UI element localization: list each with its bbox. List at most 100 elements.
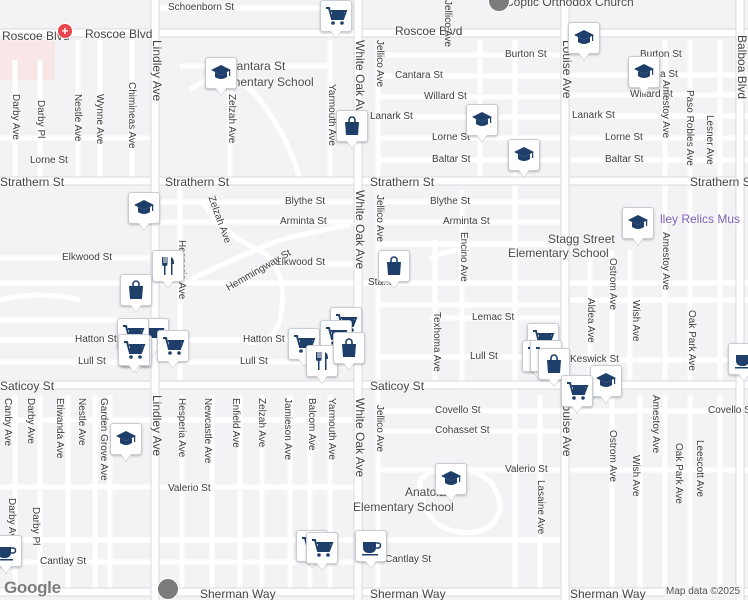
street-label: Arminta St — [443, 216, 490, 227]
bag-icon — [547, 354, 561, 373]
shopping-bag-pin[interactable] — [120, 274, 152, 306]
shopping-bag-pin[interactable] — [333, 332, 365, 364]
shopping-cart-pin[interactable] — [561, 375, 593, 407]
minor-streets-vertical — [12, 40, 723, 590]
street-label: Covello St — [435, 405, 481, 416]
place-label-school[interactable]: Cantara St — [228, 59, 286, 73]
street-label: Cantlay St — [385, 554, 432, 565]
shopping-cart-pin[interactable] — [118, 334, 150, 366]
street-label: Wish Ave — [630, 455, 641, 497]
cafe-pin[interactable] — [0, 535, 22, 567]
graduation-cap-icon — [634, 64, 654, 78]
graduation-cap-icon — [596, 373, 616, 387]
street-label: Burton St — [640, 49, 682, 60]
street-label: Strathern St — [0, 175, 65, 189]
bag-icon — [387, 256, 401, 275]
bag-icon — [345, 116, 359, 135]
street-label: Hatton St — [75, 334, 117, 345]
shopping-cart-pin[interactable] — [157, 330, 189, 362]
street-label: Garden Grove Ave — [98, 398, 109, 481]
place-label-church[interactable]: Coptic Orthodox Church — [505, 0, 634, 9]
street-label: Jellico Ave — [374, 195, 385, 243]
street-label: Zelzah Ave — [226, 94, 237, 144]
street-label: Darby Ave — [10, 94, 21, 140]
graduation-cap-icon — [514, 147, 534, 161]
street-label: Blythe St — [430, 196, 471, 207]
street-label: Arminta St — [280, 216, 327, 227]
shopping-bag-pin[interactable] — [336, 110, 368, 142]
street-label: Roscoe Blvd — [395, 24, 463, 38]
school-marker-icon[interactable] — [157, 578, 179, 600]
shopping-bag-pin[interactable] — [378, 250, 410, 282]
street-label: Darby Pl — [35, 100, 46, 139]
street-label: Baltar St — [432, 154, 471, 165]
street-label: Cantara St — [395, 70, 443, 81]
school-pin[interactable] — [110, 423, 142, 455]
cafe-pin[interactable] — [355, 530, 387, 562]
street-label: Lemac St — [472, 312, 515, 323]
street-label: Lull St — [240, 356, 268, 367]
school-pin[interactable] — [128, 192, 160, 224]
street-label: White Oak Ave — [353, 398, 367, 478]
street-label: White Oak Ave — [353, 40, 367, 120]
street-label: Oak Park Ave — [673, 443, 684, 504]
street-label: Lindley Ave — [150, 395, 164, 457]
street-label: Balcom Ave — [306, 398, 317, 451]
street-label: Enfield Ave — [230, 398, 241, 448]
coffee-cup-icon — [362, 542, 382, 556]
street-label: Lull St — [78, 356, 106, 367]
place-label-school[interactable]: Elementary School — [508, 246, 609, 260]
street-label: Baltar St — [605, 154, 644, 165]
google-logo: Google — [4, 578, 61, 597]
street-label: Roscoe Blvd — [2, 29, 70, 43]
street-label: Jellico Ave — [374, 40, 385, 88]
school-pin[interactable] — [508, 139, 540, 171]
street-label: Willard St — [424, 91, 467, 102]
graduation-cap-icon — [134, 200, 154, 214]
street-label: Cohasset St — [435, 425, 490, 436]
street-label: Zelzah Ave — [256, 398, 267, 448]
cart-icon — [124, 341, 146, 359]
school-pin[interactable] — [568, 22, 600, 54]
school-pin[interactable] — [205, 57, 237, 89]
fork-knife-icon — [316, 352, 328, 370]
street-label: Saticoy St — [0, 379, 55, 393]
shopping-cart-pin[interactable] — [306, 532, 338, 564]
school-pin[interactable] — [622, 207, 654, 239]
street-label: Burton St — [505, 49, 547, 60]
street-label: Darby Pl — [30, 507, 41, 546]
hospital-icon[interactable]: + — [57, 23, 73, 39]
place-label-museum[interactable]: lley Relics Mus — [660, 212, 741, 226]
place-label-school[interactable]: Elementary School — [353, 500, 454, 514]
school-pin[interactable] — [466, 104, 498, 136]
school-pin[interactable] — [628, 56, 660, 88]
street-label: Lindley Ave — [150, 40, 164, 102]
place-label-school[interactable]: Elementary School — [213, 75, 314, 89]
shopping-cart-pin[interactable] — [320, 0, 352, 32]
place-label-school[interactable]: Stagg Street — [548, 232, 615, 246]
cafe-pin[interactable] — [728, 343, 748, 375]
restaurant-pin[interactable] — [152, 250, 184, 282]
street-label: Newcastle Ave — [202, 398, 213, 464]
street-label: Lasaine Ave — [535, 480, 546, 535]
school-pin[interactable] — [590, 365, 622, 397]
street-label: Valerio St — [505, 464, 548, 475]
street-label: Jellico Ave — [442, 0, 453, 48]
street-label: Yarmouth Ave — [326, 398, 337, 460]
street-label: Sherman Way — [570, 587, 646, 600]
street-label: Paso Robles Ave — [684, 90, 695, 166]
street-label: Hesperia Ave — [176, 398, 187, 458]
street-label: Canby Ave — [2, 398, 13, 447]
street-label: Lanark St — [370, 111, 413, 122]
graduation-cap-icon — [116, 431, 136, 445]
graduation-cap-icon — [472, 112, 492, 126]
coffee-cup-icon — [735, 355, 748, 369]
street-label: Cantlay St — [40, 556, 87, 567]
street-label: Ostrom Ave — [607, 430, 618, 483]
map-attribution[interactable]: Map data ©2025 — [664, 585, 743, 598]
street-label: Strathern St — [370, 175, 435, 189]
school-pin[interactable] — [435, 463, 467, 495]
